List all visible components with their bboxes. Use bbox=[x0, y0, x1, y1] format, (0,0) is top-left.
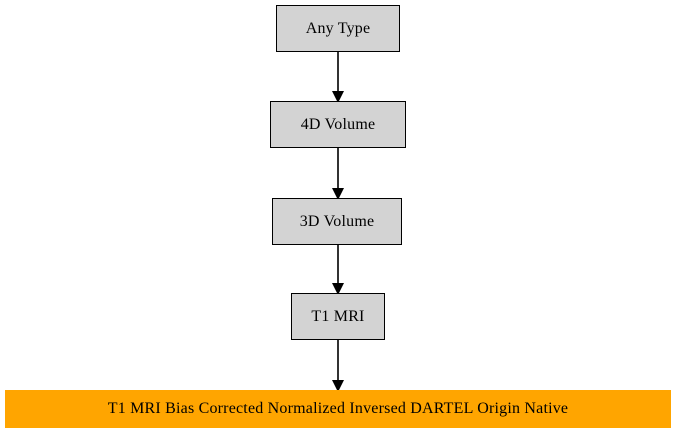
node-3d-volume-label: 3D Volume bbox=[299, 212, 375, 230]
node-terminal-output-label: T1 MRI Bias Corrected Normalized Inverse… bbox=[107, 400, 569, 417]
node-any-type-label: Any Type bbox=[305, 19, 371, 37]
node-3d-volume[interactable]: 3D Volume bbox=[272, 198, 402, 245]
node-4d-volume[interactable]: 4D Volume bbox=[270, 101, 406, 148]
node-t1-mri-label: T1 MRI bbox=[311, 307, 365, 325]
node-terminal-output[interactable]: T1 MRI Bias Corrected Normalized Inverse… bbox=[5, 390, 671, 428]
node-4d-volume-label: 4D Volume bbox=[300, 115, 376, 133]
node-t1-mri[interactable]: T1 MRI bbox=[291, 293, 385, 340]
node-any-type[interactable]: Any Type bbox=[276, 5, 400, 52]
